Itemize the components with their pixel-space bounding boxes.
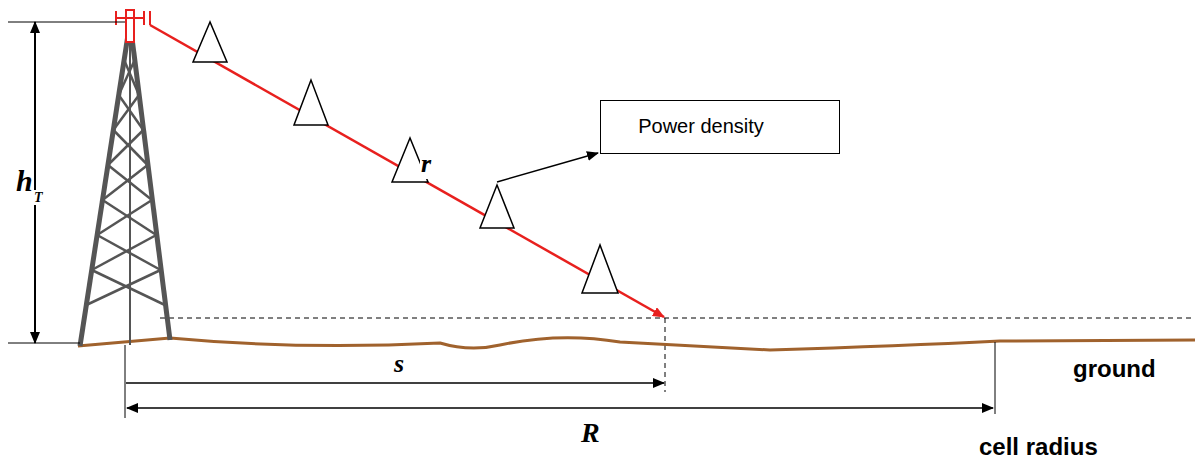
s-end-line xyxy=(665,318,666,392)
distance-symbol: r xyxy=(420,150,432,179)
extension-line xyxy=(125,345,126,418)
callout-box: Power density xyxy=(600,100,840,154)
height-symbol: h xyxy=(15,164,34,197)
callout-text: Power density xyxy=(638,115,839,138)
height-dimension xyxy=(34,22,36,343)
ground-level-line xyxy=(160,318,1195,319)
radius-label: cell radius xyxy=(978,434,1099,460)
ground-label: ground xyxy=(1072,356,1157,382)
power-triangles xyxy=(193,22,618,293)
s-dimension xyxy=(126,382,664,384)
radius-symbol: R xyxy=(580,418,601,449)
extension-line xyxy=(8,343,80,344)
r-dimension xyxy=(127,407,993,409)
tower xyxy=(80,22,170,346)
extension-line xyxy=(995,342,996,414)
ground-line xyxy=(78,338,1195,350)
antenna xyxy=(116,10,150,42)
leader-line xyxy=(497,153,598,182)
extension-line xyxy=(8,22,125,23)
distance-symbol: s xyxy=(393,350,405,379)
height-subscript: T xyxy=(33,190,44,205)
ray-line xyxy=(150,25,664,317)
